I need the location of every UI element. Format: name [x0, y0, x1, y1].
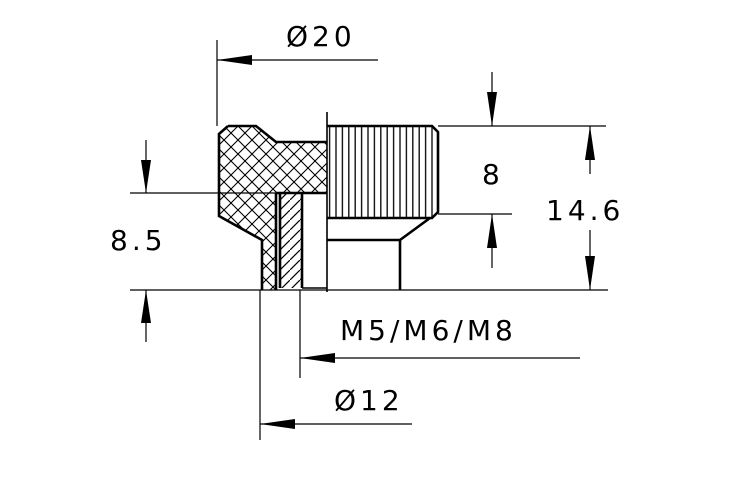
dim-thread: M5/M6/M8 [299, 290, 580, 378]
dim-total-height: 14.6 [546, 126, 624, 290]
dim-thread-label: M5/M6/M8 [340, 314, 517, 347]
knurled-band [327, 126, 438, 218]
dim-outer-diameter-label: Ø20 [286, 20, 356, 53]
knob-section-view [217, 112, 328, 292]
dim-knurl-height-label: 8 [482, 158, 504, 191]
knob-crosshatch-section [219, 126, 327, 290]
dim-inner-diameter: Ø12 [259, 290, 412, 440]
dim-knurl-height: 8 [438, 72, 606, 268]
knob-section-outline [217, 124, 327, 290]
knob-exterior-view [327, 124, 440, 290]
dim-total-height-label: 14.6 [546, 194, 624, 227]
dim-insert-height-label: 8.5 [110, 224, 167, 257]
dim-inner-diameter-label: Ø12 [334, 384, 404, 417]
dim-outer-diameter: Ø20 [216, 20, 378, 126]
insert-hatch-section [280, 194, 302, 288]
chamfer-lower [398, 216, 431, 290]
dim-insert-height: 8.5 [110, 140, 276, 342]
knurled-band-outline [327, 124, 440, 220]
